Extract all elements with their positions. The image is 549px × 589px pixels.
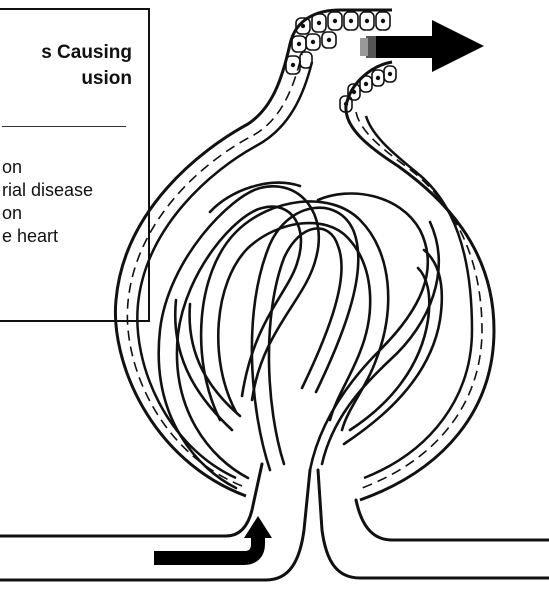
afferent-arteriole-top [0,464,262,536]
capillary-loop-3-inner [269,228,342,464]
capillary-loop-1-inner [177,207,301,478]
bowmans-capsule-outer [115,10,392,496]
capillary-tuft [159,183,442,488]
arterioles [0,464,549,580]
tubular-outflow-arrow-icon [360,20,484,72]
bowmans-capsule-inner-right [364,116,472,478]
capillary-loop-2-inner [218,223,370,420]
bowmans-capsule-inner [137,62,312,478]
capillary-loop-1 [159,186,319,488]
capillary-loop-6-inner [190,304,240,416]
efferent-arteriole-top [356,500,549,540]
bowmans-capsule-cells [127,54,302,486]
tubule-cell-nuclei [291,19,392,106]
efferent-arteriole-bottom [318,470,549,578]
